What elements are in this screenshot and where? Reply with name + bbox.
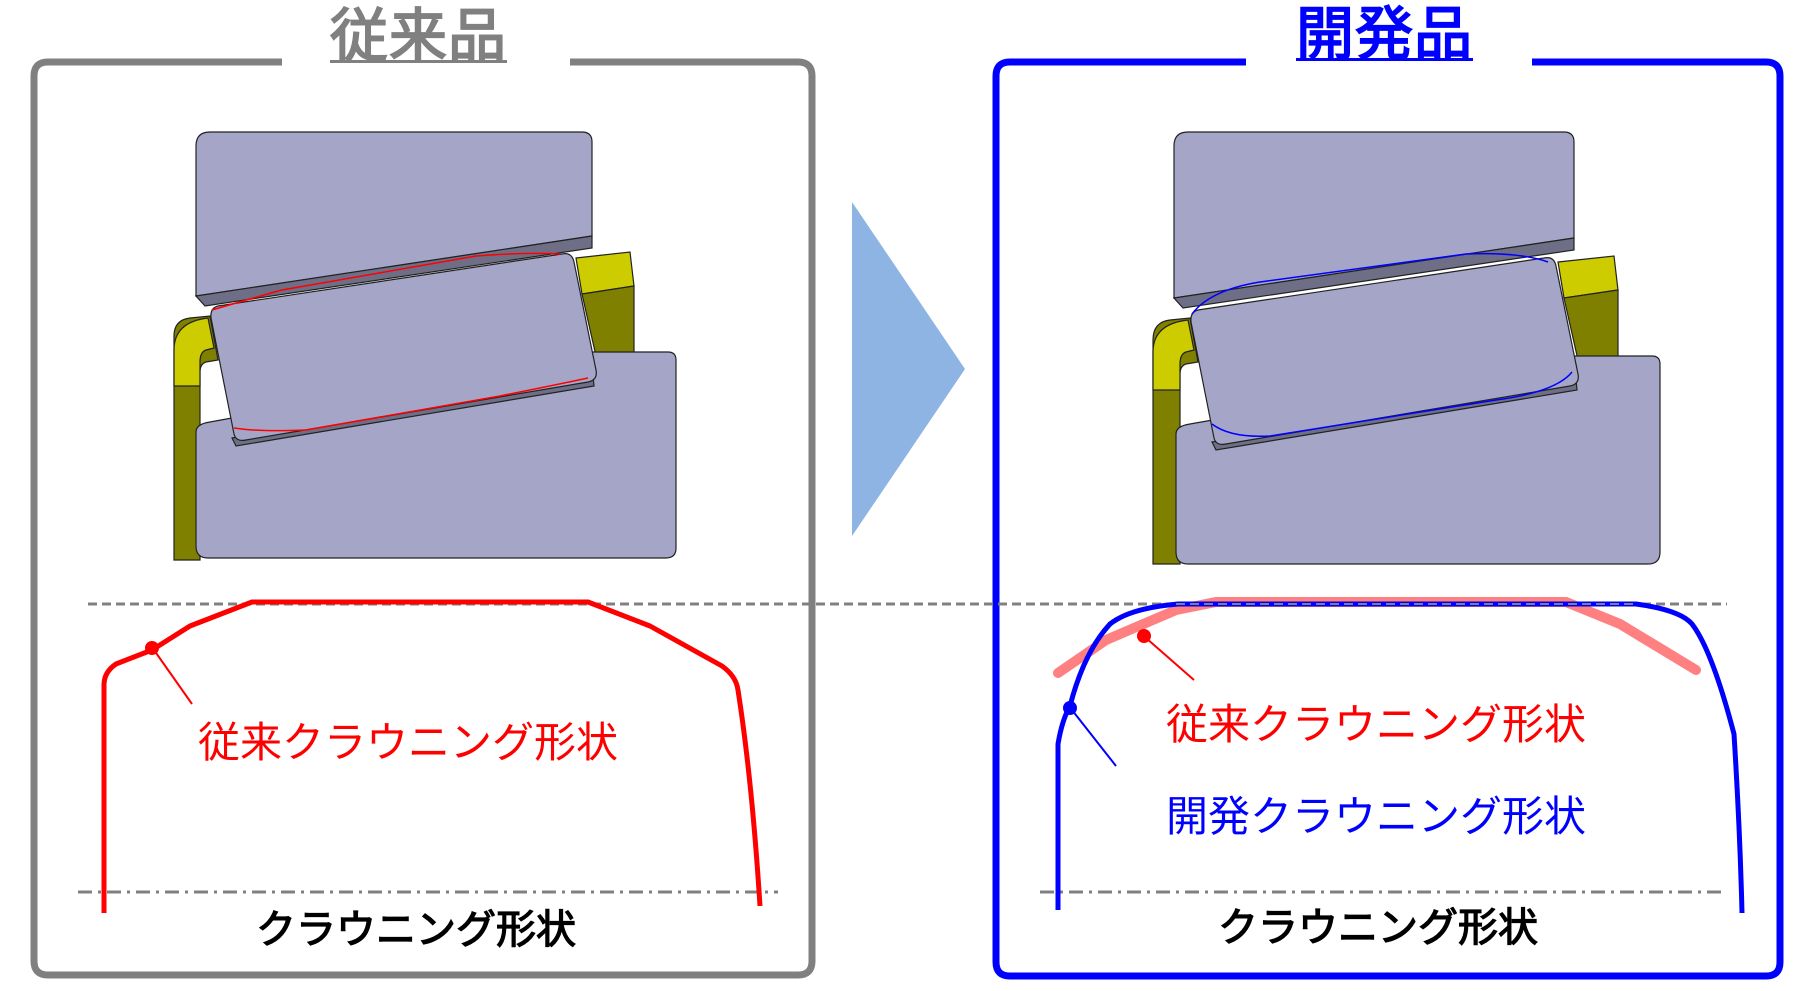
developed-crowning-label: 開発クラウニング形状 [1166,792,1587,841]
developed-caption: クラウニング形状 [1218,905,1538,951]
arrow-right-icon [852,202,965,536]
conventional-crowning-label: 従来クラウニング形状 [198,718,619,767]
conventional-bearing-illustration [173,131,677,561]
conventional-crowning-label-compare: 従来クラウニング形状 [1166,700,1587,749]
developed-crowning-curve [1055,601,1745,914]
developed-title: 開発品 [1296,0,1474,68]
developed-frame [992,58,1784,980]
conventional-title: 従来品 [330,2,508,70]
conventional-caption: クラウニング形状 [256,907,576,953]
conventional-frame [30,58,816,979]
conventional-crowning-curve-overlay [1053,597,1701,678]
conventional-crowning-curve [101,599,763,913]
developed-bearing-illustration [1152,131,1661,565]
